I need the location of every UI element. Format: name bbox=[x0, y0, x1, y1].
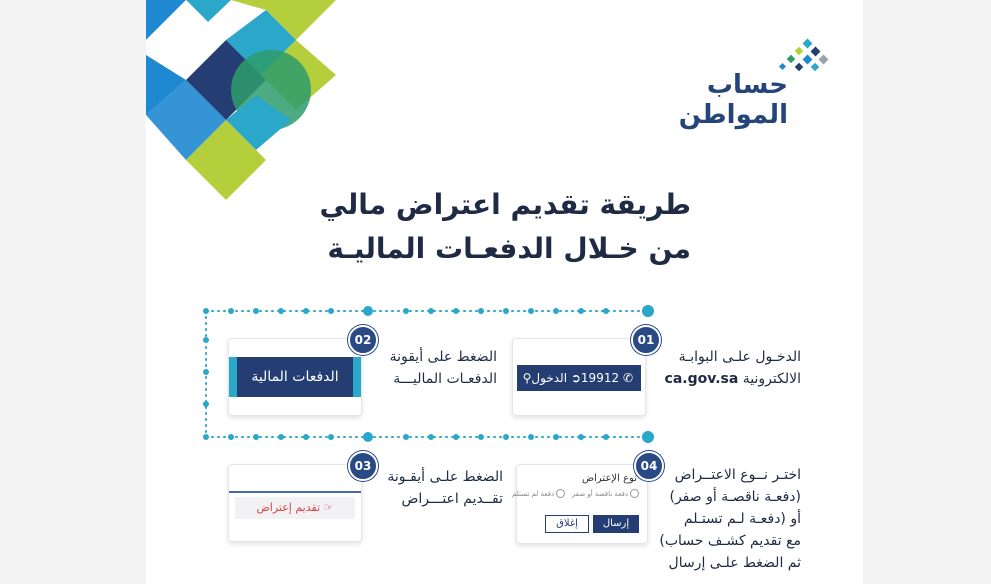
step2-badge: 02 bbox=[348, 325, 378, 355]
step4-card: نوع الإعتراض دفعة ناقصة أو صفر دفعة لم ت… bbox=[512, 464, 648, 544]
search-icon[interactable]: ⚲ bbox=[522, 371, 532, 385]
step4-text: اختـر نــوع الاعتــراض (دفعـة ناقصـة أو … bbox=[659, 467, 801, 571]
step3-badge: 03 bbox=[348, 451, 378, 481]
phone-icon: ✆ bbox=[622, 371, 633, 385]
radio-icon bbox=[630, 489, 639, 498]
heading-line1: طريقة تقديم اعتراض مالي bbox=[319, 188, 691, 221]
step4-badge: 04 bbox=[634, 451, 664, 481]
radio-icon bbox=[556, 489, 566, 498]
right-margin bbox=[863, 0, 991, 584]
infographic-page: حساب المواطن طريقة تقديم اعتراض مالي من … bbox=[146, 0, 863, 584]
objection-type-options: دفعة ناقصة أو صفر دفعة لم تستلم bbox=[512, 489, 639, 498]
logo-text-line2: المواطن bbox=[678, 100, 788, 130]
step3-card: ☞ تقديم إعتراض bbox=[228, 464, 362, 542]
step1-text: الدخـول علـى البوابـة الالكترونية ca.gov… bbox=[664, 349, 801, 387]
payments-button[interactable]: الدفعات المالية bbox=[229, 357, 361, 397]
step1-badge: 01 bbox=[631, 325, 661, 355]
step3-text: الضغط علـى أيقـونة تقــديم اعتـــراض bbox=[387, 469, 503, 507]
portal-domain: ca.gov.sa bbox=[664, 371, 739, 387]
submit-objection-button[interactable]: ☞ تقديم إعتراض bbox=[235, 497, 355, 519]
phone-number: 19912 bbox=[580, 371, 620, 385]
send-button[interactable]: إرسال bbox=[593, 515, 639, 533]
hand-icon: ☞ bbox=[323, 501, 334, 514]
logo: حساب المواطن bbox=[666, 38, 846, 138]
close-button[interactable]: إغلاق bbox=[545, 515, 589, 533]
geometric-mosaic bbox=[146, 0, 336, 200]
option-underpaid[interactable]: دفعة ناقصة أو صفر bbox=[572, 489, 639, 498]
portal-login-bar[interactable]: ✆ 19912 ➲ الدخول ⚲ bbox=[517, 365, 641, 391]
logo-dots-icon bbox=[778, 38, 829, 72]
objection-type-title: نوع الإعتراض bbox=[582, 473, 637, 484]
logo-text-line1: حساب bbox=[706, 70, 788, 100]
login-icon: ➲ bbox=[570, 371, 581, 385]
step2-text: الضغط على أيقونة الدفعـات الماليـــة bbox=[389, 349, 497, 387]
left-margin bbox=[0, 0, 146, 584]
step2-card: الدفعات المالية bbox=[228, 338, 362, 416]
option-not-received[interactable]: دفعة لم تستلم bbox=[512, 489, 566, 498]
login-label: الدخول bbox=[531, 371, 568, 385]
heading-line2: من خـلال الدفعـات الماليـة bbox=[327, 232, 691, 265]
step1-card: ✆ 19912 ➲ الدخول ⚲ bbox=[512, 338, 646, 416]
